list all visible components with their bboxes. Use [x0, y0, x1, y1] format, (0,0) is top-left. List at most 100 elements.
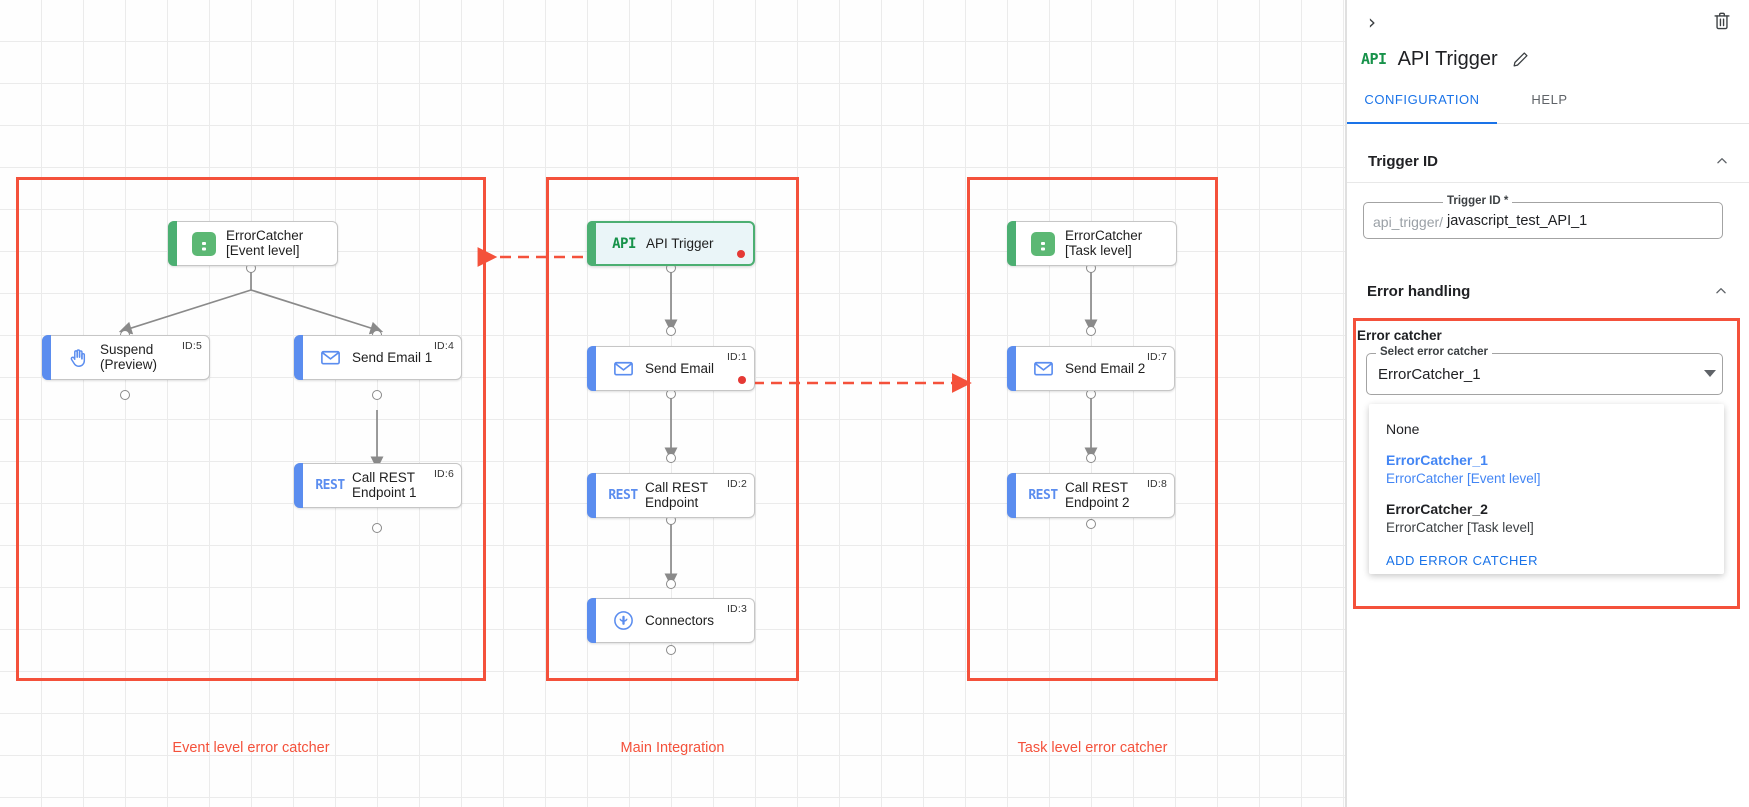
- tab-help[interactable]: HELP: [1531, 92, 1568, 107]
- node-id-badge: ID:6: [433, 468, 454, 480]
- node-call-rest-endpoint-1[interactable]: REST Call REST Endpoint 1 ID:6: [294, 463, 462, 508]
- group-box-event-level[interactable]: [16, 177, 486, 681]
- section-trigger-id-title: Trigger ID: [1368, 152, 1439, 170]
- api-icon: API: [611, 231, 637, 257]
- connectors-icon: [610, 608, 636, 634]
- dropdown-option-errorcatcher-1[interactable]: ErrorCatcher_1 ErrorCatcher [Event level…: [1386, 451, 1541, 486]
- rest-icon-text: REST: [608, 488, 638, 503]
- node-id-badge: ID:8: [1146, 478, 1167, 490]
- error-catcher-select[interactable]: [1366, 353, 1723, 395]
- node-port[interactable]: [1086, 519, 1096, 529]
- rest-icon-text: REST: [315, 478, 345, 493]
- node-id-badge: ID:5: [181, 340, 202, 352]
- node-label: Connectors: [645, 612, 715, 628]
- node-api-trigger[interactable]: API API Trigger: [587, 221, 755, 266]
- node-port[interactable]: [372, 390, 382, 400]
- node-label: Call REST Endpoint 2: [1065, 479, 1130, 511]
- panel-topbar: ›: [1347, 0, 1749, 42]
- section-error-handling-title: Error handling: [1367, 282, 1471, 300]
- node-error-dot: [737, 250, 745, 258]
- error-catcher-selected-value: ErrorCatcher_1: [1378, 366, 1481, 383]
- chevron-up-icon[interactable]: [1715, 154, 1729, 168]
- group-label-main-integration: Main Integration: [620, 740, 725, 756]
- node-label: ErrorCatcher [Event level]: [226, 227, 304, 259]
- node-port[interactable]: [372, 523, 382, 533]
- chevron-up-icon[interactable]: [1714, 284, 1728, 298]
- collapse-panel-icon[interactable]: ›: [1368, 10, 1376, 34]
- node-accent-bar: [587, 598, 596, 643]
- node-send-email-1[interactable]: Send Email 1 ID:4: [294, 335, 462, 380]
- api-icon-text: API: [612, 235, 636, 252]
- node-port[interactable]: [666, 453, 676, 463]
- node-accent-bar: [294, 463, 303, 508]
- node-port[interactable]: [120, 390, 130, 400]
- chevron-down-icon[interactable]: [1704, 370, 1716, 377]
- node-port[interactable]: [1086, 453, 1096, 463]
- node-label: Call REST Endpoint 1: [352, 469, 417, 501]
- panel-title-row: API API Trigger: [1361, 42, 1530, 76]
- node-accent-bar: [1007, 473, 1016, 518]
- dropdown-option-errorcatcher-2[interactable]: ErrorCatcher_2 ErrorCatcher [Task level]: [1386, 501, 1534, 535]
- node-label: API Trigger: [646, 235, 714, 251]
- edit-pencil-icon[interactable]: [1511, 50, 1530, 69]
- error-catcher-icon: [1030, 231, 1056, 257]
- node-label: Send Email 2: [1065, 360, 1146, 376]
- trigger-id-prefix: api_trigger/: [1373, 214, 1444, 230]
- node-port[interactable]: [666, 645, 676, 655]
- node-accent-bar: [1007, 346, 1016, 391]
- node-error-catcher-event-level[interactable]: ErrorCatcher [Event level]: [168, 221, 338, 266]
- error-catcher-icon: [191, 231, 217, 257]
- add-error-catcher-button[interactable]: ADD ERROR CATCHER: [1386, 553, 1538, 569]
- node-call-rest-endpoint-2[interactable]: REST Call REST Endpoint 2 ID:8: [1007, 473, 1175, 518]
- trigger-id-field-label: Trigger ID *: [1443, 195, 1513, 207]
- section-error-handling-header[interactable]: Error handling: [1346, 278, 1749, 304]
- delete-icon[interactable]: [1711, 10, 1735, 34]
- node-accent-bar: [294, 335, 303, 380]
- hand-icon: [65, 345, 91, 371]
- node-port[interactable]: [1086, 326, 1096, 336]
- node-accent-bar: [168, 221, 177, 266]
- node-id-badge: ID:4: [433, 340, 454, 352]
- rest-icon-text: REST: [1028, 488, 1058, 503]
- api-icon: API: [1361, 50, 1387, 68]
- error-catcher-title: Error catcher: [1357, 328, 1442, 343]
- node-connectors[interactable]: Connectors ID:3: [587, 598, 755, 643]
- trigger-id-field[interactable]: [1363, 202, 1723, 239]
- node-send-email-2[interactable]: Send Email 2 ID:7: [1007, 346, 1175, 391]
- tab-configuration[interactable]: CONFIGURATION: [1347, 88, 1497, 124]
- group-box-task-level[interactable]: [967, 177, 1218, 681]
- node-label: Suspend (Preview): [100, 341, 158, 373]
- node-accent-bar: [587, 346, 596, 391]
- panel-tabs: CONFIGURATION HELP: [1347, 88, 1749, 124]
- node-error-catcher-task-level[interactable]: ErrorCatcher [Task level]: [1007, 221, 1177, 266]
- node-label: ErrorCatcher [Task level]: [1065, 227, 1143, 259]
- node-port[interactable]: [666, 326, 676, 336]
- node-label: Send Email: [645, 360, 715, 376]
- node-id-badge: ID:2: [726, 478, 747, 490]
- group-box-main-integration[interactable]: [546, 177, 799, 681]
- rest-icon: REST: [1028, 483, 1058, 509]
- error-catcher-select-label: Select error catcher: [1376, 346, 1493, 358]
- group-label-task-level: Task level error catcher: [1017, 740, 1168, 756]
- envelope-icon: [317, 345, 343, 371]
- dropdown-option-none[interactable]: None: [1386, 421, 1420, 437]
- node-label: Send Email 1: [352, 349, 433, 365]
- page-title: API Trigger: [1397, 47, 1498, 70]
- node-id-badge: ID:3: [726, 603, 747, 615]
- workflow-canvas[interactable]: Event level error catcher Main Integrati…: [0, 0, 1346, 807]
- node-accent-bar: [587, 473, 596, 518]
- node-accent-bar: [42, 335, 51, 380]
- node-suspend-preview[interactable]: Suspend (Preview) ID:5: [42, 335, 210, 380]
- node-send-email[interactable]: Send Email ID:1: [587, 346, 755, 391]
- group-label-event-level: Event level error catcher: [172, 740, 330, 756]
- canvas-panel-divider: [1345, 0, 1346, 807]
- node-port[interactable]: [666, 579, 676, 589]
- section-divider: [1347, 182, 1749, 183]
- node-id-badge: ID:7: [1146, 351, 1167, 363]
- section-trigger-id-header[interactable]: Trigger ID: [1347, 148, 1749, 174]
- envelope-icon: [1030, 356, 1056, 382]
- trigger-id-input[interactable]: javascript_test_API_1: [1447, 213, 1588, 229]
- node-error-dot: [738, 376, 746, 384]
- node-call-rest-endpoint[interactable]: REST Call REST Endpoint ID:2: [587, 473, 755, 518]
- error-catcher-dropdown[interactable]: None ErrorCatcher_1 ErrorCatcher [Event …: [1369, 404, 1724, 574]
